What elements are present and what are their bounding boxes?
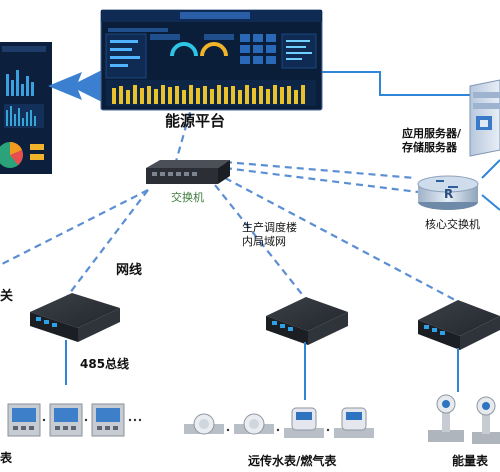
water-meter-icon [184, 413, 224, 435]
meter-left-label: 表 [0, 451, 13, 465]
continuation-dots [42, 418, 142, 422]
water-meter-icon [284, 407, 324, 438]
water-meter-icon [334, 407, 374, 438]
flow-meter-icon [428, 394, 464, 442]
pie-chart-icon [0, 142, 23, 168]
left-fragment-label: 关 [0, 289, 14, 304]
continuation-dots [226, 428, 330, 432]
left-dashboard-tiles [30, 144, 44, 160]
link-switch-platform [173, 111, 192, 166]
power-meter-icon [7, 403, 41, 437]
dispatch-building-label: 生产调度楼 [242, 221, 297, 234]
gateway-device-icon [266, 297, 348, 345]
remote-meter-label: 远传水表/燃气表 [248, 454, 337, 468]
router-icon: R [417, 175, 479, 210]
dashed-links [0, 111, 456, 301]
link-core-right-2 [481, 194, 500, 211]
link-switch-left-edge [0, 189, 149, 266]
gateway-device-icon [30, 293, 120, 342]
arrow-icon [48, 70, 102, 102]
link-core-right [481, 159, 500, 179]
link-switch-left-gateway [65, 189, 149, 299]
water-meter-icon [234, 413, 274, 435]
power-meter-icon [49, 403, 83, 437]
energy-meter-label: 能量表 [452, 454, 489, 468]
power-meter-icon [91, 403, 125, 437]
app-server-label: 应用服务器/ [402, 127, 462, 140]
solid-links [322, 71, 500, 211]
bus-485-label: 485总线 [80, 357, 130, 371]
lan-label: 内局域网 [242, 235, 286, 248]
server-rack-icon [469, 79, 500, 157]
gauge-icon [170, 42, 228, 57]
storage-server-label: 存储服务器 [402, 141, 457, 154]
network-cable-label: 网线 [116, 263, 143, 278]
link-switch-right-gateway [224, 177, 456, 301]
svg-text:R: R [444, 187, 453, 201]
flow-meter-icon [472, 396, 500, 444]
link-switch-core [224, 166, 419, 194]
core-switch-label: 核心交换机 [425, 218, 480, 231]
gateway-device-icon [418, 300, 500, 350]
bus-lines [65, 340, 459, 400]
network-switch-icon [146, 160, 230, 184]
platform-bars [112, 85, 305, 104]
link-switch-mid-gateway [214, 184, 306, 299]
link-switch-core-top [224, 160, 416, 180]
link-platform-server [322, 71, 470, 96]
switch-label: 交换机 [171, 191, 204, 204]
energy-platform-label: 能源平台 [165, 112, 226, 130]
platform-screen [100, 9, 323, 111]
left-dashboard [0, 42, 52, 174]
